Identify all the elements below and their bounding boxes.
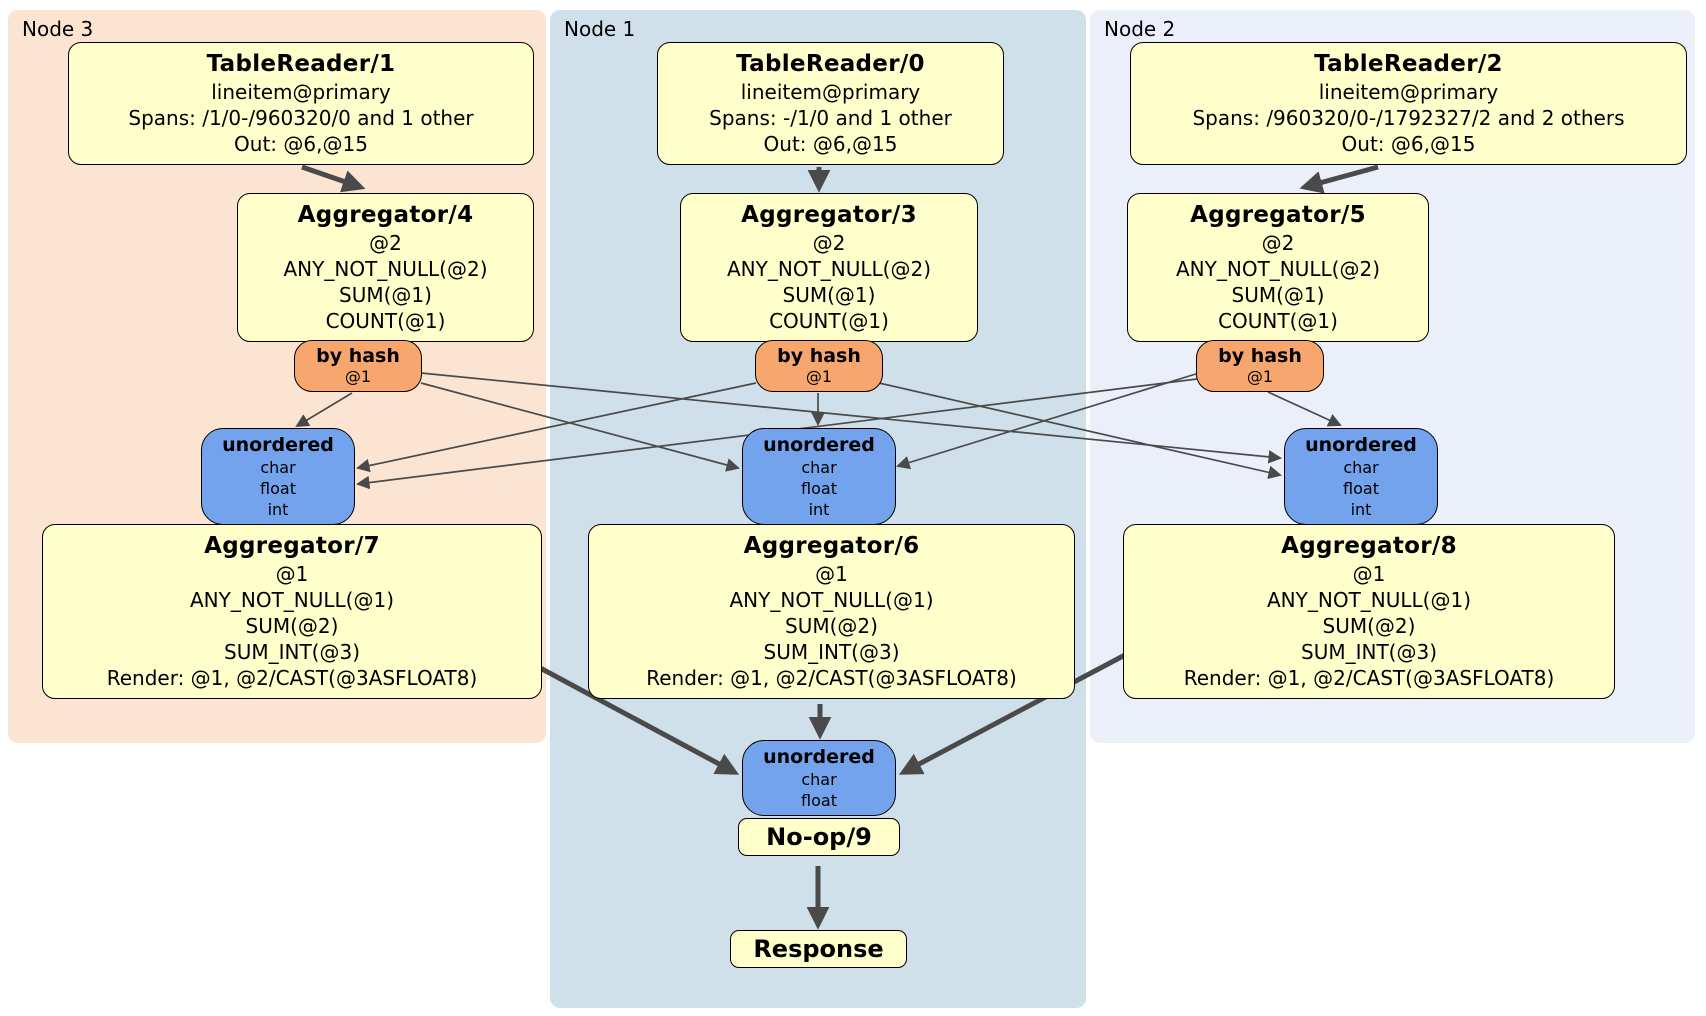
unordered-sync-node2: unordered char float int (1284, 428, 1438, 525)
tablereader-0-out: Out: @6,@15 (763, 132, 898, 156)
edge-hash1-sync3 (356, 382, 757, 473)
sync-stream-type: int (1350, 500, 1372, 519)
tablereader-2-node: TableReader/2 lineitem@primary Spans: /9… (1130, 42, 1687, 165)
by-hash-router-column: @1 (1246, 367, 1274, 386)
aggregator-6-title: Aggregator/6 (743, 533, 920, 559)
aggregator-4-fn2: SUM(@1) (339, 283, 432, 307)
aggregator-6-render: Render: @1, @2/CAST(@3ASFLOAT8) (646, 666, 1017, 690)
sync-stream-type: float (1343, 479, 1379, 498)
sync-stream-type: float (260, 479, 296, 498)
edge-agg7-merge (514, 652, 740, 775)
unordered-sync-node3: unordered char float int (201, 428, 355, 525)
aggregator-8-fn2: SUM(@2) (1322, 614, 1416, 638)
sync-stream-type: int (267, 500, 289, 519)
aggregator-6-fn2: SUM(@2) (785, 614, 878, 638)
edge-hash1-sync2 (878, 382, 1282, 480)
by-hash-router-node3: by hash @1 (294, 340, 422, 392)
edge-hash2-sync1 (896, 372, 1200, 470)
aggregator-3-fn1: ANY_NOT_NULL(@2) (727, 257, 931, 281)
aggregator-5-fn1: ANY_NOT_NULL(@2) (1176, 257, 1380, 281)
by-hash-router-label: by hash (316, 345, 400, 367)
tablereader-0-title: TableReader/0 (736, 51, 925, 77)
sync-stream-type: char (801, 770, 837, 789)
aggregator-8-group: @1 (1352, 562, 1386, 586)
tablereader-1-out: Out: @6,@15 (234, 132, 368, 156)
tablereader-0-spans: Spans: -/1/0 and 1 other (709, 106, 952, 130)
sync-stream-type: int (808, 500, 830, 519)
by-hash-router-column: @1 (805, 367, 833, 386)
unordered-sync-final: unordered char float (742, 740, 896, 816)
tablereader-2-spans: Spans: /960320/0-/1792327/2 and 2 others (1192, 106, 1625, 130)
aggregator-5-fn2: SUM(@1) (1231, 283, 1325, 307)
aggregator-3-fn3: COUNT(@1) (769, 309, 889, 333)
tablereader-2-title: TableReader/2 (1314, 51, 1503, 77)
by-hash-router-label: by hash (777, 345, 861, 367)
aggregator-8-title: Aggregator/8 (1281, 533, 1457, 559)
edge-tr1-agg4 (301, 164, 366, 193)
node1-label: Node 1 (564, 17, 636, 41)
aggregator-7-fn2: SUM(@2) (245, 614, 339, 638)
aggregator-8-fn1: ANY_NOT_NULL(@1) (1267, 588, 1471, 612)
tablereader-0-index: lineitem@primary (740, 80, 921, 104)
aggregator-4-fn3: COUNT(@1) (325, 309, 446, 333)
aggregator-3-node: Aggregator/3 @2 ANY_NOT_NULL(@2) SUM(@1)… (680, 193, 978, 342)
by-hash-router-column: @1 (344, 367, 372, 386)
tablereader-2-out: Out: @6,@15 (1341, 132, 1476, 156)
sync-stream-type: char (260, 458, 296, 477)
edge-tr2-agg5 (1299, 164, 1379, 194)
aggregator-6-fn3: SUM_INT(@3) (763, 640, 900, 664)
unordered-sync-label: unordered (763, 434, 875, 456)
edge-hash3-sync1 (420, 382, 740, 472)
edge-hash3-sync2 (420, 372, 1283, 464)
tablereader-2-index: lineitem@primary (1318, 80, 1499, 104)
aggregator-4-group: @2 (369, 231, 402, 255)
sync-stream-type: char (1343, 458, 1379, 477)
sync-stream-type: float (801, 479, 837, 498)
response-node: Response (730, 930, 907, 968)
unordered-sync-label: unordered (222, 434, 334, 456)
aggregator-4-node: Aggregator/4 @2 ANY_NOT_NULL(@2) SUM(@1)… (237, 193, 534, 342)
aggregator-8-fn3: SUM_INT(@3) (1301, 640, 1437, 664)
by-hash-router-node2: by hash @1 (1196, 340, 1324, 392)
aggregator-5-group: @2 (1261, 231, 1295, 255)
by-hash-router-node1: by hash @1 (755, 340, 883, 392)
aggregator-7-fn1: ANY_NOT_NULL(@1) (190, 588, 394, 612)
aggregator-5-title: Aggregator/5 (1190, 202, 1366, 228)
edge-hash3-sync3 (295, 392, 353, 428)
aggregator-7-render: Render: @1, @2/CAST(@3ASFLOAT8) (106, 666, 478, 690)
tablereader-1-spans: Spans: /1/0-/960320/0 and 1 other (128, 106, 474, 130)
aggregator-3-group: @2 (812, 231, 846, 255)
aggregator-7-title: Aggregator/7 (204, 533, 380, 559)
aggregator-3-title: Aggregator/3 (741, 202, 917, 228)
aggregator-3-fn2: SUM(@1) (782, 283, 876, 307)
sync-stream-type: float (801, 791, 837, 810)
unordered-sync-node1: unordered char float int (742, 428, 896, 525)
sync-stream-type: char (801, 458, 837, 477)
aggregator-4-title: Aggregator/4 (297, 202, 474, 228)
noop-node: No-op/9 (738, 818, 900, 856)
tablereader-0-node: TableReader/0 lineitem@primary Spans: -/… (657, 42, 1004, 165)
unordered-sync-label: unordered (1305, 434, 1417, 456)
node2-label: Node 2 (1104, 17, 1176, 41)
by-hash-router-label: by hash (1218, 345, 1302, 367)
aggregator-7-node: Aggregator/7 @1 ANY_NOT_NULL(@1) SUM(@2)… (42, 524, 542, 699)
aggregator-6-node: Aggregator/6 @1 ANY_NOT_NULL(@1) SUM(@2)… (588, 524, 1075, 699)
aggregator-7-group: @1 (275, 562, 309, 586)
aggregator-8-node: Aggregator/8 @1 ANY_NOT_NULL(@1) SUM(@2)… (1123, 524, 1615, 699)
aggregator-8-render: Render: @1, @2/CAST(@3ASFLOAT8) (1183, 666, 1555, 690)
tablereader-1-index: lineitem@primary (211, 80, 391, 104)
unordered-sync-label: unordered (763, 746, 875, 768)
aggregator-7-fn3: SUM_INT(@3) (224, 640, 360, 664)
edge-hash2-sync2 (1267, 391, 1342, 427)
aggregator-6-fn1: ANY_NOT_NULL(@1) (729, 588, 934, 612)
edge-agg8-merge (898, 652, 1127, 775)
aggregator-5-fn3: COUNT(@1) (1218, 309, 1338, 333)
aggregator-6-group: @1 (815, 562, 848, 586)
tablereader-1-node: TableReader/1 lineitem@primary Spans: /1… (68, 42, 534, 165)
aggregator-5-node: Aggregator/5 @2 ANY_NOT_NULL(@2) SUM(@1)… (1127, 193, 1429, 342)
aggregator-4-fn1: ANY_NOT_NULL(@2) (283, 257, 488, 281)
tablereader-1-title: TableReader/1 (206, 51, 396, 77)
node3-label: Node 3 (22, 17, 94, 41)
